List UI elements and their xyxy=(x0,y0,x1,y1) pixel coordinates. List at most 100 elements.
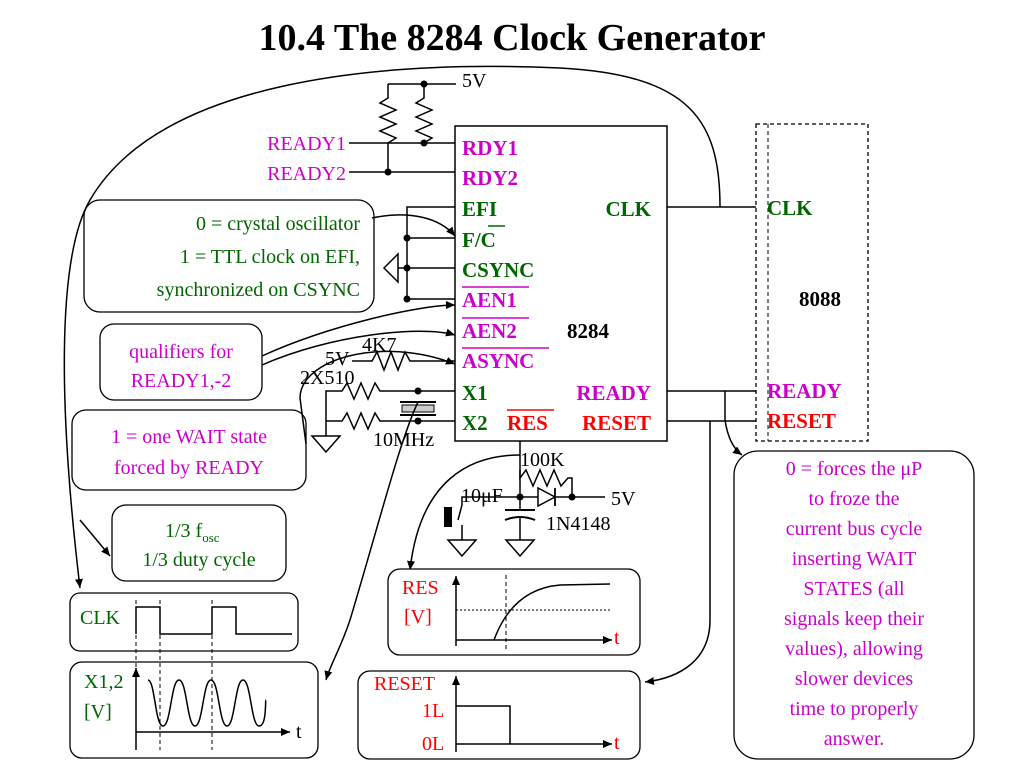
arrow-clk-to-waveform xyxy=(63,65,721,589)
crystal-body xyxy=(401,404,435,413)
pin-x2: X2 xyxy=(462,411,488,435)
waveform-reset-hi: 1L xyxy=(422,700,444,722)
note-ready-line7: values), allowing xyxy=(785,638,923,660)
chip-8088-box xyxy=(755,123,869,442)
note-ready-line10: answer. xyxy=(824,728,885,750)
duty-main: 1/3 f xyxy=(165,520,203,542)
duty-sub: osc xyxy=(202,530,220,545)
arrow-res-waveform xyxy=(407,454,521,571)
vcc-top-label: 5V xyxy=(462,70,487,92)
r-4k7-label: 4K7 xyxy=(362,334,396,356)
resistor-510-a xyxy=(325,381,418,421)
note-wait xyxy=(71,409,307,491)
note-wait-line2: forced by READY xyxy=(114,457,264,479)
diode-label: 1N4148 xyxy=(546,513,610,535)
note-fc-line1: 0 = crystal oscillator xyxy=(196,213,360,235)
note-wait-line1: 1 = one WAIT state xyxy=(111,426,267,448)
waveform-reset-box xyxy=(357,670,641,760)
arrow-x1-waveform xyxy=(324,401,419,681)
waveform-reset-t: t xyxy=(614,732,620,754)
pullup-resistor-ready2 xyxy=(378,84,398,172)
note-ready-line9: time to properly xyxy=(790,698,919,720)
note-fc-line2: 1 = TTL clock on EFI, xyxy=(180,246,360,268)
cap-plate-bottom xyxy=(504,516,536,521)
note-ready-line4: inserting WAIT xyxy=(792,548,917,570)
resistor-100k xyxy=(519,468,573,497)
pin-8088-clk: CLK xyxy=(767,196,813,220)
waveform-x12-unit: [V] xyxy=(84,701,112,723)
waveform-x12-box xyxy=(69,661,319,759)
waveform-clk-box xyxy=(69,592,299,652)
pin-8088-ready: READY xyxy=(767,379,842,403)
note-qualifiers-line2: READY1,-2 xyxy=(131,370,232,392)
note-ready-line3: current bus cycle xyxy=(786,518,923,540)
pin-rdy2: RDY2 xyxy=(462,166,518,190)
ground-symbol-button xyxy=(446,539,478,558)
pin-res: RES xyxy=(507,411,548,435)
pin-csync: CSYNC xyxy=(462,258,534,282)
note-duty-line2: 1/3 duty cycle xyxy=(142,549,255,571)
ground-symbol-cap xyxy=(504,539,536,558)
pin-async: ASYNC xyxy=(462,349,534,373)
waveform-x12-trace xyxy=(147,679,267,727)
waveform-res-box xyxy=(387,568,641,656)
waveform-reset-lo: 0L xyxy=(422,733,444,755)
pin-ready-out: READY xyxy=(576,381,651,405)
resistor-510-b xyxy=(325,411,418,436)
button-contacts xyxy=(457,504,463,540)
arrow-reset-waveform xyxy=(644,421,711,685)
efi-tie-wire xyxy=(406,206,455,299)
pin-aen1: AEN1 xyxy=(462,288,517,312)
ground-symbol-efi xyxy=(382,252,399,284)
note-ready-line2: to froze the xyxy=(808,488,899,510)
note-ready-line1: 0 = forces the μP xyxy=(786,458,922,480)
pin-efi: EFI xyxy=(462,197,497,221)
waveform-res-trace xyxy=(493,583,611,641)
pin-clk-out: CLK xyxy=(605,197,651,221)
note-fc-line3: synchronized on CSYNC xyxy=(157,279,360,301)
pin-rdy1: RDY1 xyxy=(462,136,518,160)
ground-symbol-crystal xyxy=(310,435,342,454)
pullup-resistor-ready1 xyxy=(414,84,434,144)
waveform-res-t: t xyxy=(614,627,620,649)
waveform-res-unit: [V] xyxy=(404,606,432,628)
chip-8284-label: 8284 xyxy=(567,319,610,343)
arrow-ready-note xyxy=(724,391,743,456)
note-qualifiers xyxy=(99,323,263,401)
note-ready-line6: signals keep their xyxy=(784,608,924,630)
ready1-label: READY1 xyxy=(267,133,346,155)
page-title: 10.4 The 8284 Clock Generator xyxy=(259,17,766,59)
waveform-res-label: RES xyxy=(402,577,439,599)
arrow-qualifiers-aen1 xyxy=(261,301,456,357)
diode-symbol xyxy=(537,486,557,508)
pin-aen2: AEN2 xyxy=(462,319,517,343)
note-ready-description xyxy=(733,450,975,760)
pin-8088-reset: RESET xyxy=(767,409,836,433)
arrow-qualifiers-aen2 xyxy=(261,328,456,366)
arrow-duty xyxy=(79,519,111,557)
waveform-clk-trace xyxy=(135,606,292,635)
note-ready-line8: slower devices xyxy=(795,668,914,690)
chip-8088-label: 8088 xyxy=(799,287,841,311)
waveform-reset-trace xyxy=(456,705,511,744)
note-qualifiers-line1: qualifiers for xyxy=(129,341,233,363)
arrow-wait-async xyxy=(299,350,456,445)
pin-x1: X1 xyxy=(462,381,488,405)
note-ready-line5: STATES (all xyxy=(803,578,905,600)
note-duty-line1: 1/3 fosc xyxy=(165,520,220,545)
vcc-diode-node xyxy=(568,493,576,501)
fc-node xyxy=(403,234,411,242)
pin-reset-out: RESET xyxy=(582,411,651,435)
note-duty xyxy=(111,504,287,582)
note-ready-text: 0 = forces the μP to froze the current b… xyxy=(784,458,924,750)
waveform-x12-t: t xyxy=(296,721,302,743)
button-wire xyxy=(461,496,520,505)
waveform-clk-label: CLK xyxy=(80,607,121,629)
note-fc xyxy=(83,199,375,313)
chip-8284-box xyxy=(454,125,668,442)
pin-fc: F/C xyxy=(462,228,496,252)
waveform-reset-label: RESET xyxy=(374,673,435,695)
ready2-label: READY2 xyxy=(267,163,346,185)
